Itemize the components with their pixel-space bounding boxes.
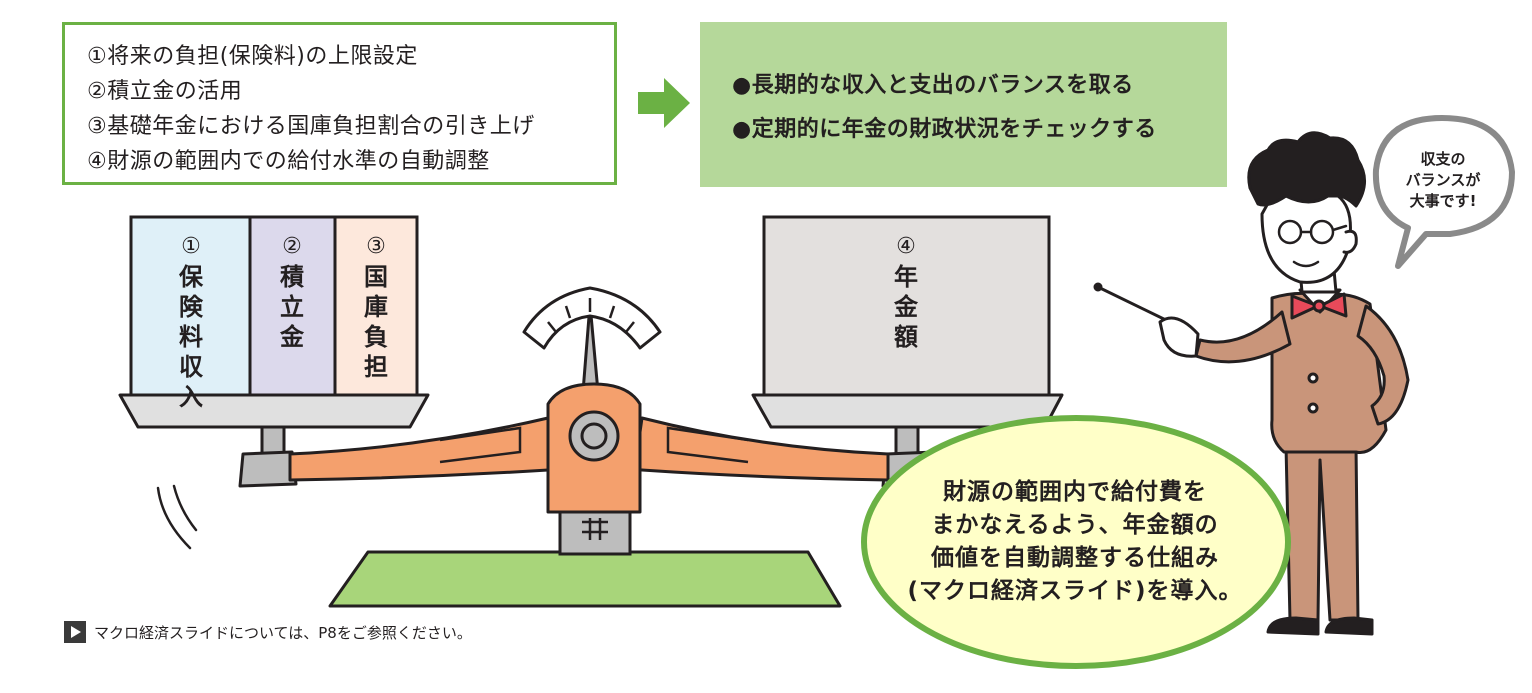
measure-item-4: ④財源の範囲内での給付水準の自動調整: [87, 149, 490, 174]
presenter-character: [1093, 131, 1410, 636]
block-label-reserve: ② 積立金: [272, 232, 312, 352]
block-label-pension: ④ 年金額: [886, 232, 926, 352]
left-pan-support: [238, 423, 298, 488]
speech-bubble-text: 収支の バランスが 大事です!: [1395, 149, 1491, 212]
measure-item-1: ①将来の負担(保険料)の上限設定: [87, 44, 418, 69]
speech-line: 大事です!: [1409, 192, 1477, 210]
speech-bubble-shape: [1372, 115, 1515, 269]
block-text: 年金額: [894, 263, 918, 351]
block-label-insurance: ① 保険料収入: [171, 232, 211, 412]
motion-lines: [156, 484, 198, 550]
balance-point-2: ●定期的に年金の財政状況をチェックする: [732, 117, 1157, 142]
block-text: 国庫負担: [364, 263, 388, 381]
callout-line: 財源の範囲内で給付費を: [943, 479, 1207, 505]
block-pension: [762, 215, 1051, 397]
arrow-right-icon: [638, 78, 690, 128]
measure-item-2: ②積立金の活用: [87, 79, 243, 104]
block-treasury: [333, 215, 419, 397]
scale-dial: [522, 286, 662, 350]
block-reserve: [248, 215, 337, 397]
scale-base: [328, 508, 842, 608]
block-number: ④: [896, 234, 916, 259]
callout-line: 価値を自動調整する仕組み: [931, 545, 1219, 571]
measures-list-box: ①将来の負担(保険料)の上限設定 ②積立金の活用 ③基礎年金における国庫負担割合…: [62, 22, 617, 185]
block-number: ①: [181, 234, 201, 259]
balance-points-box: ●長期的な収入と支出のバランスを取る ●定期的に年金の財政状況をチェックする: [700, 22, 1227, 187]
callout-text: 財源の範囲内で給付費を まかなえるよう、年金額の 価値を自動調整する仕組み (マ…: [895, 476, 1255, 608]
left-pan: [118, 393, 430, 429]
footnote: マクロ経済スライドについては、P8をご参照ください。: [64, 621, 472, 643]
speech-line: 収支の: [1420, 150, 1466, 168]
balance-point-1: ●長期的な収入と支出のバランスを取る: [732, 73, 1134, 98]
play-triangle-icon: [64, 621, 86, 643]
block-text: 保険料収入: [179, 263, 203, 411]
measure-item-3: ③基礎年金における国庫負担割合の引き上げ: [87, 114, 535, 139]
callout-ellipse: [861, 415, 1291, 669]
speech-line: バランスが: [1405, 171, 1481, 189]
callout-line: (マクロ経済スライド)を導入。: [907, 578, 1243, 604]
callout-line: まかなえるよう、年金額の: [931, 512, 1219, 538]
block-number: ③: [366, 234, 386, 259]
block-text: 積立金: [280, 263, 304, 351]
block-insurance: [129, 215, 252, 397]
block-label-treasury: ③ 国庫負担: [356, 232, 396, 382]
footnote-text: マクロ経済スライドについては、P8をご参照ください。: [94, 623, 472, 642]
block-number: ②: [282, 234, 302, 259]
